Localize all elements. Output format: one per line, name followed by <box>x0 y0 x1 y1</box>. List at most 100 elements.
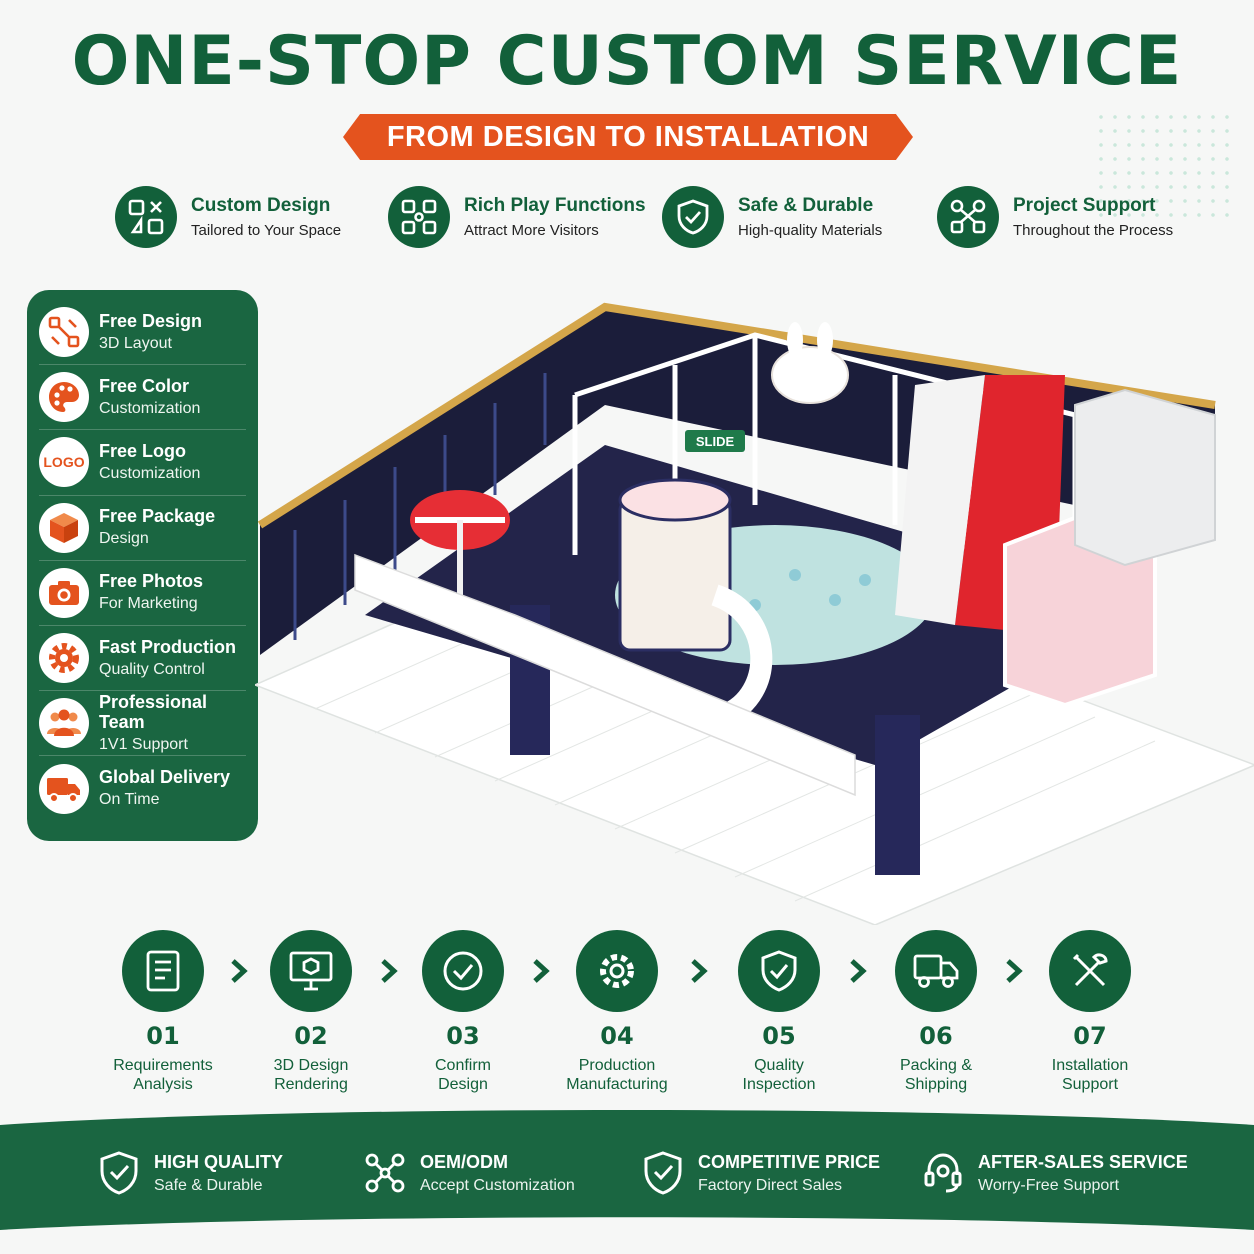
layout-icon <box>39 307 89 358</box>
benefit-title: Global Delivery <box>99 767 231 788</box>
benefit-item: Free Color Customization <box>39 365 246 431</box>
benefit-title: Free Color <box>99 375 190 396</box>
package-icon <box>39 502 89 553</box>
playground-render: SLIDE <box>255 302 1254 925</box>
feature-safe-durable: Safe & Durable High-quality Materials <box>662 186 882 248</box>
benefit-item: Free Package Design <box>39 496 246 561</box>
feature-title: Custom Design <box>191 195 331 216</box>
wall-trim <box>257 302 1216 529</box>
bottom-band <box>0 1110 1254 1254</box>
chevron-right-icon <box>691 959 708 983</box>
team-icon <box>39 698 89 749</box>
benefits-panel: Free Design 3D Layout Free Color Customi… <box>27 290 258 841</box>
benefit-desc: 1V1 Support <box>99 735 188 753</box>
benefit-item: Free Design 3D Layout <box>39 300 246 366</box>
feature-title: Rich Play Functions <box>464 195 646 216</box>
guarantee-title: HIGH QUALITY <box>154 1151 283 1172</box>
feature-custom-design: Custom Design Tailored to Your Space <box>115 186 341 248</box>
logo-icon: LOGO <box>39 437 89 488</box>
benefit-title: Free Design <box>99 310 203 331</box>
feature-title: Project Support <box>1013 195 1156 216</box>
truck-icon <box>895 930 977 1012</box>
slide-sign <box>685 430 745 452</box>
design-icon <box>115 186 177 248</box>
process-step: 06 Packing &Shipping <box>851 930 1021 1094</box>
palette-icon <box>39 372 89 423</box>
step-number: 05 <box>762 1022 796 1050</box>
benefit-title: Fast Production <box>99 636 237 657</box>
bunny-decoration <box>771 346 849 404</box>
guarantee-desc: Safe & Durable <box>154 1176 263 1194</box>
tower-top <box>618 478 732 522</box>
front-wall <box>354 553 856 797</box>
chevron-right-icon <box>533 959 550 983</box>
shield-check-icon <box>100 1151 138 1195</box>
benefit-title: Free Logo <box>99 440 187 461</box>
guarantee-high-quality: HIGH QUALITY Safe & Durable <box>98 1148 283 1198</box>
dot-pattern <box>1094 110 1234 220</box>
chevron-right-icon <box>1006 959 1023 983</box>
feature-rich-play: Rich Play Functions Attract More Visitor… <box>388 186 646 248</box>
benefit-desc: On Time <box>99 791 160 809</box>
subtitle-ribbon: FROM DESIGN TO INSTALLATION <box>343 114 913 160</box>
benefit-desc: Customization <box>99 464 201 482</box>
guarantee-desc: Worry-Free Support <box>978 1176 1120 1194</box>
benefit-desc: Customization <box>99 399 201 417</box>
guarantee-competitive-price: COMPETITIVE PRICE Factory Direct Sales <box>642 1148 880 1198</box>
benefit-item: Professional Team 1V1 Support <box>39 691 246 757</box>
network-icon <box>365 1153 405 1193</box>
guarantee-oem-odm: OEM/ODM Accept Customization <box>364 1148 575 1198</box>
play-functions-icon <box>388 186 450 248</box>
speaker-totem <box>875 715 920 875</box>
benefit-desc: Quality Control <box>99 660 205 678</box>
tower <box>618 498 732 652</box>
step-number: 04 <box>600 1022 634 1050</box>
tools-icon <box>1049 930 1131 1012</box>
benefit-item: Fast Production Quality Control <box>39 626 246 692</box>
benefit-item: Global Delivery On Time <box>39 756 246 821</box>
feature-project-support: Project Support Throughout the Process <box>937 186 1173 248</box>
slide-sign-text: SLIDE <box>696 434 735 449</box>
headset-icon <box>924 1153 962 1193</box>
shield-check-icon <box>644 1151 682 1195</box>
monitor-cube-icon <box>270 930 352 1012</box>
benefit-item: Free Photos For Marketing <box>39 561 246 626</box>
step-number: 07 <box>1073 1022 1107 1050</box>
page-title: ONE-STOP CUSTOM SERVICE <box>71 22 1183 101</box>
guarantee-desc: Factory Direct Sales <box>698 1176 843 1194</box>
feature-title: Safe & Durable <box>738 195 874 216</box>
benefit-desc: Design <box>99 530 149 548</box>
feature-desc: Throughout the Process <box>1013 222 1174 239</box>
guarantee-title: COMPETITIVE PRICE <box>698 1151 881 1172</box>
chevron-right-icon <box>231 959 248 983</box>
guarantee-desc: Accept Customization <box>420 1176 575 1194</box>
tube-slide <box>710 584 773 726</box>
step-number: 06 <box>919 1022 953 1050</box>
gear-icon <box>576 930 658 1012</box>
benefit-title: Free Photos <box>99 571 204 592</box>
feature-desc: Tailored to Your Space <box>191 222 342 239</box>
wave-slide <box>895 375 985 625</box>
benefit-title: Free Package <box>99 506 216 527</box>
benefit-desc: 3D Layout <box>99 334 172 352</box>
camera-icon <box>39 567 89 618</box>
guarantee-title: AFTER-SALES SERVICE <box>978 1151 1188 1172</box>
support-network-icon <box>937 186 999 248</box>
chevron-right-icon <box>850 959 867 983</box>
chevron-right-icon <box>381 959 398 983</box>
truck-icon <box>39 763 89 814</box>
guarantee-after-sales: AFTER-SALES SERVICE Worry-Free Support <box>922 1148 1188 1198</box>
guarantee-title: OEM/ODM <box>420 1151 508 1172</box>
